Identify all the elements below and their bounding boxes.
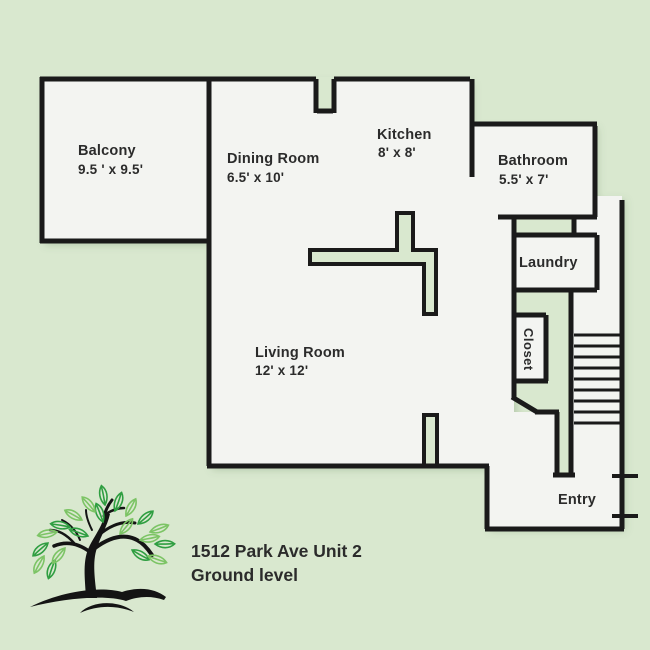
walls xyxy=(39,76,638,532)
living-room-dims: 12' x 12' xyxy=(255,363,308,378)
tree-logo xyxy=(28,484,176,613)
balcony-floor xyxy=(42,79,207,241)
kitchen-label: Kitchen xyxy=(377,127,432,143)
hall-floor xyxy=(470,126,514,466)
laundry-label: Laundry xyxy=(519,255,578,271)
interior-partitions xyxy=(308,211,439,466)
tree-branch-right xyxy=(93,534,154,557)
kitchen-dims: 8' x 8' xyxy=(378,145,416,160)
dining-room-dims: 6.5' x 10' xyxy=(227,170,284,185)
room-labels: Balcony 9.5 ' x 9.5' Dining Room 6.5' x … xyxy=(78,127,596,508)
living-room-label: Living Room xyxy=(255,345,345,361)
entry-door-ticks xyxy=(612,474,638,518)
t-partition-wall xyxy=(308,211,438,316)
wall-lines xyxy=(39,76,625,532)
bathroom-label: Bathroom xyxy=(498,153,568,169)
door-stub-wall xyxy=(422,413,439,466)
bathroom-laundry-void xyxy=(516,219,572,234)
stair-treads xyxy=(574,333,620,425)
bathroom-dims: 5.5' x 7' xyxy=(499,172,549,187)
balcony-label: Balcony xyxy=(78,143,136,159)
tree-mound xyxy=(80,603,134,613)
tree-twig xyxy=(85,509,93,531)
tree-branch-left xyxy=(52,541,92,554)
dining-room-label: Dining Room xyxy=(227,151,319,167)
top-wall-notch xyxy=(318,77,332,111)
closet-label: Closet xyxy=(521,328,536,371)
entry-label: Entry xyxy=(558,492,596,508)
tree-ground xyxy=(30,588,166,607)
footer-address: 1512 Park Ave Unit 2 xyxy=(191,541,362,561)
tree-trunk xyxy=(84,512,110,598)
closet-floor xyxy=(516,317,544,379)
footer-caption: 1512 Park Ave Unit 2 Ground level xyxy=(191,541,362,585)
balcony-dims: 9.5 ' x 9.5' xyxy=(78,162,143,177)
footer-level: Ground level xyxy=(191,565,298,585)
